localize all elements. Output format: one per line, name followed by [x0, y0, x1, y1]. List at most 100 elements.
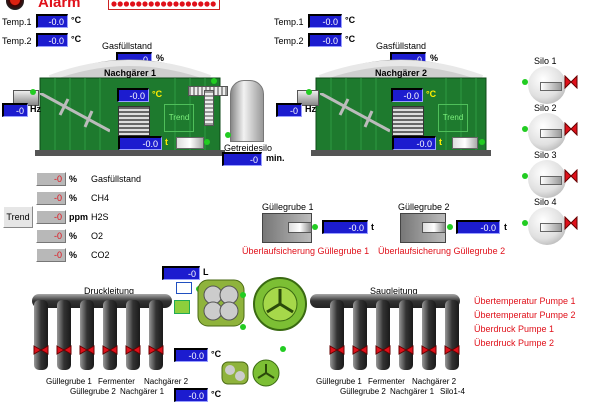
- flowmeter-icon: [176, 282, 192, 294]
- gas-row-value[interactable]: -0: [36, 210, 66, 224]
- gas-trend-button[interactable]: Trend: [3, 206, 33, 228]
- alarm-indicator-dot: [117, 1, 123, 7]
- nachgaerer1-level-unit: t: [165, 137, 168, 147]
- nachgaerer1-temp2-field[interactable]: -0.0: [36, 33, 68, 47]
- getreidesilo-field[interactable]: -0: [222, 152, 262, 166]
- guellegrube2-field[interactable]: -0.0: [456, 220, 500, 234]
- guellegrube1-valve-icon: [288, 222, 312, 233]
- grain-silo-status: [225, 132, 231, 138]
- guellegrube2-status: [447, 224, 453, 230]
- alarm-indicator-dot: [161, 1, 167, 7]
- alarm-indicator-dot: [173, 1, 179, 7]
- flow-field[interactable]: -0: [162, 266, 200, 280]
- silo-outlet-icon: [540, 129, 562, 138]
- nachgaerer1-motor-field[interactable]: -0: [2, 103, 28, 117]
- guellegrube1-field[interactable]: -0.0: [322, 220, 368, 234]
- alarm-indicators: [111, 1, 216, 7]
- pump-1-status: [240, 292, 246, 298]
- guellegrube2-unit: t: [504, 222, 507, 232]
- pipe-valve-icon[interactable]: [444, 345, 460, 355]
- alarm-indicator-dot: [111, 1, 117, 7]
- pipe-valve-icon[interactable]: [352, 345, 368, 355]
- pipe-valve-icon[interactable]: [329, 345, 345, 355]
- pump-temp1-unit: °C: [211, 349, 222, 359]
- saugleitung-label: Saugleitung: [370, 286, 418, 296]
- pump-3-status: [280, 346, 286, 352]
- alarm-panel: Alarm: [0, 0, 220, 12]
- pump-temp1-field[interactable]: -0.0: [174, 348, 208, 362]
- pipe-leg: [80, 300, 94, 370]
- pipe-valve-icon[interactable]: [102, 345, 118, 355]
- pipe-leg: [353, 300, 367, 370]
- druck-dest-label: Fermenter: [98, 377, 135, 386]
- silo-outlet-icon: [540, 223, 562, 232]
- nachgaerer1-temp-unit: °C: [152, 89, 163, 99]
- pump-temp2-unit: °C: [211, 389, 222, 399]
- nachgaerer2-temp1-field[interactable]: -0.0: [308, 14, 342, 28]
- nachgaerer2-temp2-field[interactable]: -0.0: [308, 33, 342, 47]
- nachgaerer1-temp2-unit: °C: [71, 34, 82, 44]
- pipe-leg: [149, 300, 163, 370]
- guellegrube2-label: Güllegrube 2: [398, 202, 450, 212]
- silo-label: Silo 2: [534, 103, 557, 113]
- nachgaerer1-name: Nachgärer 1: [104, 68, 156, 78]
- pipe-valve-icon[interactable]: [421, 345, 437, 355]
- nachgaerer2-trend-button[interactable]: Trend: [438, 104, 468, 132]
- alarm-indicator-dot: [192, 1, 198, 7]
- pump-1-icon: [197, 279, 245, 327]
- nachgaerer1-temp1-field[interactable]: -0.0: [36, 14, 68, 28]
- pipe-leg: [126, 300, 140, 370]
- gas-row-value[interactable]: -0: [36, 229, 66, 243]
- silo-valve-icon[interactable]: [564, 169, 578, 183]
- nachgaerer1-valve-status: [204, 139, 210, 145]
- silo-valve-icon[interactable]: [564, 75, 578, 89]
- pipe-valve-icon[interactable]: [56, 345, 72, 355]
- gas-row-unit: ppm: [69, 212, 88, 222]
- alarm-lamp-icon: [6, 0, 24, 10]
- alarm-indicator-dot: [148, 1, 154, 7]
- gas-row-unit: %: [69, 193, 78, 203]
- guellegrube1-status: [312, 224, 318, 230]
- pipe-valve-icon[interactable]: [125, 345, 141, 355]
- pipe-valve-icon[interactable]: [375, 345, 391, 355]
- gas-row-value[interactable]: -0: [36, 191, 66, 205]
- nachgaerer2-temp1-label: Temp.1: [274, 17, 304, 27]
- gas-row-label: H2S: [91, 212, 109, 222]
- silo-valve-icon[interactable]: [564, 216, 578, 230]
- silo-valve-icon[interactable]: [564, 122, 578, 136]
- alarm-indicator-dot: [210, 1, 216, 7]
- nachgaerer2-temp-field[interactable]: -0.0: [391, 88, 423, 102]
- gas-row-label: Gasfüllstand: [91, 174, 142, 184]
- flow-unit: L: [203, 267, 209, 277]
- nachgaerer2-motor-status: [306, 89, 312, 95]
- gas-row-label: CH4: [91, 193, 110, 203]
- pipe-valve-icon[interactable]: [79, 345, 95, 355]
- alarm-indicator-dot: [142, 1, 148, 7]
- gas-row-value[interactable]: -0: [36, 172, 66, 186]
- getreidesilo-label: Getreidesilo: [224, 143, 273, 153]
- pipe-leg: [376, 300, 390, 370]
- saug-src-label: Güllegrube 1: [316, 377, 362, 386]
- gas-row-value[interactable]: -0: [36, 248, 66, 262]
- heat-exchanger-icon: [118, 106, 150, 136]
- guellegrube2-warning: Überlaufsicherung Güllegrube 2: [378, 246, 506, 256]
- pipe-valve-icon[interactable]: [398, 345, 414, 355]
- pump-alarm-text: Übertemperatur Pumpe 2: [474, 310, 576, 320]
- gas-row-unit: %: [69, 250, 78, 260]
- pipe-valve-icon[interactable]: [33, 345, 49, 355]
- silo-status: [522, 173, 528, 179]
- pipe-valve-icon[interactable]: [148, 345, 164, 355]
- nachgaerer1-temp-field[interactable]: -0.0: [117, 88, 149, 102]
- saug-src-label: Nachgärer 1: [390, 387, 435, 396]
- nachgaerer1-level-field[interactable]: -0.0: [118, 136, 162, 150]
- nachgaerer1-temp1-unit: °C: [71, 15, 82, 25]
- alarm-indicator-dot: [185, 1, 191, 7]
- nachgaerer2-motor-field[interactable]: -0: [276, 103, 302, 117]
- druck-dest-label: Nachgärer 1: [120, 387, 165, 396]
- nachgaerer2-level-field[interactable]: -0.0: [392, 136, 436, 150]
- alarm-indicator-dot: [167, 1, 173, 7]
- saug-src-label: Güllegrube 2: [340, 387, 386, 396]
- silo-label: Silo 1: [534, 56, 557, 66]
- agitator-2-icon: [319, 91, 391, 133]
- nachgaerer1-trend-button[interactable]: Trend: [164, 104, 194, 132]
